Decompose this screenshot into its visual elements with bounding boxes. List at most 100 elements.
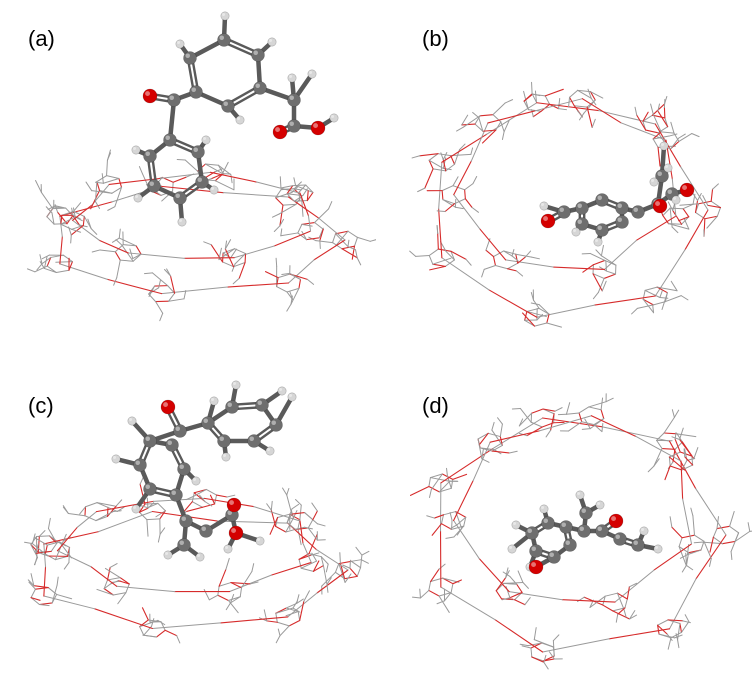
carbon-bond xyxy=(554,407,563,412)
oxygen-atom xyxy=(228,525,244,541)
oxygen-bond xyxy=(656,286,668,294)
carbon-bond xyxy=(127,252,186,259)
carbon-bond xyxy=(492,102,506,116)
carbon-bond xyxy=(449,524,458,530)
carbon-bond xyxy=(296,598,304,604)
carbon-bond xyxy=(501,597,511,601)
carbon-bond xyxy=(456,516,467,526)
carbon-bond xyxy=(503,582,524,584)
carbon-bond xyxy=(360,559,369,564)
carbon-bond xyxy=(511,407,521,410)
oxygen-bond xyxy=(662,215,670,225)
carbon-bond xyxy=(669,516,673,528)
carbon-bond xyxy=(597,277,605,293)
carbon-bond xyxy=(666,633,673,641)
oxygen-bond xyxy=(516,583,523,593)
oxygen-bond xyxy=(43,531,100,545)
carbon-bond xyxy=(419,589,430,599)
carbon-bond xyxy=(229,574,272,593)
atom-highlight xyxy=(227,510,233,515)
carbon-bond xyxy=(56,576,59,586)
atom-highlight xyxy=(231,528,236,533)
carbon-bond xyxy=(518,412,533,427)
carbon-bond xyxy=(492,114,502,123)
panel-d: (d) xyxy=(376,345,752,690)
oxygen-bond xyxy=(84,506,87,517)
carbon-bond xyxy=(299,504,302,521)
carbon-bond xyxy=(280,185,294,189)
atom-highlight xyxy=(527,528,532,533)
carbon-bond xyxy=(678,133,686,139)
carbon-bond xyxy=(85,181,93,192)
hydrogen-atom xyxy=(133,193,143,203)
carbon-bond xyxy=(693,541,703,544)
atom-highlight xyxy=(615,534,620,539)
carbon-bond xyxy=(578,112,585,121)
carbon-bond xyxy=(40,552,49,557)
carbon-bond xyxy=(450,583,454,594)
carbon-bond xyxy=(680,295,689,301)
carbon-bond xyxy=(176,635,181,644)
oxygen-bond xyxy=(636,114,647,131)
carbon-bond xyxy=(85,502,98,508)
oxygen-bond xyxy=(275,525,287,533)
carbon-bond xyxy=(470,122,489,162)
oxygen-bond xyxy=(135,245,142,255)
carbon-bond xyxy=(142,634,157,638)
carbon-bond xyxy=(458,143,466,151)
hydrogen-atom xyxy=(507,544,517,554)
oxygen-bond xyxy=(341,248,358,259)
atom-highlight xyxy=(249,436,255,441)
oxygen-bond xyxy=(590,415,637,437)
guest-bond xyxy=(221,40,259,59)
atom-highlight xyxy=(665,165,668,168)
carbon-bond xyxy=(361,550,370,556)
carbon-bond xyxy=(30,597,40,605)
oxygen-bond xyxy=(531,656,545,663)
carbon-bond xyxy=(251,563,255,572)
oxygen-bond xyxy=(594,295,656,306)
carbon-bond xyxy=(676,433,697,438)
carbon-bond xyxy=(635,435,682,462)
carbon-bond xyxy=(446,467,449,477)
oxygen-bond xyxy=(478,558,510,593)
guest-molecule xyxy=(507,490,663,575)
carbon-bond xyxy=(503,120,510,133)
carbon-bond xyxy=(30,573,35,587)
carbon-bond xyxy=(531,81,533,95)
carbon-bond xyxy=(61,210,75,216)
carbon-bond xyxy=(73,202,82,212)
carbon-atom xyxy=(541,516,555,530)
carbon-bond xyxy=(501,131,505,140)
hydrogen-atom xyxy=(265,446,275,456)
carbon-bond xyxy=(664,295,682,303)
oxygen-bond xyxy=(312,560,320,572)
oxygen-bond xyxy=(218,568,227,587)
carbon-bond xyxy=(515,270,524,277)
oxygen-bond xyxy=(72,204,93,221)
carbon-bond xyxy=(616,592,625,610)
carbon-bond xyxy=(91,190,113,194)
carbon-bond xyxy=(667,201,674,212)
oxygen-bond xyxy=(721,540,736,545)
oxygen-bond xyxy=(495,590,503,600)
carbon-bond xyxy=(451,525,465,530)
carbon-bond xyxy=(304,526,313,530)
carbon-bond xyxy=(440,514,444,525)
carbon-bond xyxy=(62,505,69,514)
carbon-bond xyxy=(673,409,680,418)
oxygen-bond xyxy=(450,250,467,260)
carbon-bond xyxy=(307,527,318,541)
oxygen-bond xyxy=(209,171,258,183)
carbon-bond xyxy=(453,519,480,560)
carbon-atom xyxy=(165,438,179,452)
oxygen-bond xyxy=(59,201,113,217)
atom-highlight xyxy=(255,83,260,88)
carbon-bond xyxy=(217,164,232,176)
carbon-bond xyxy=(208,594,219,601)
carbon-atom xyxy=(579,506,593,520)
oxygen-bond xyxy=(30,597,41,601)
carbon-bond xyxy=(668,133,678,137)
oxygen-bond xyxy=(438,208,443,259)
carbon-bond xyxy=(350,560,362,569)
